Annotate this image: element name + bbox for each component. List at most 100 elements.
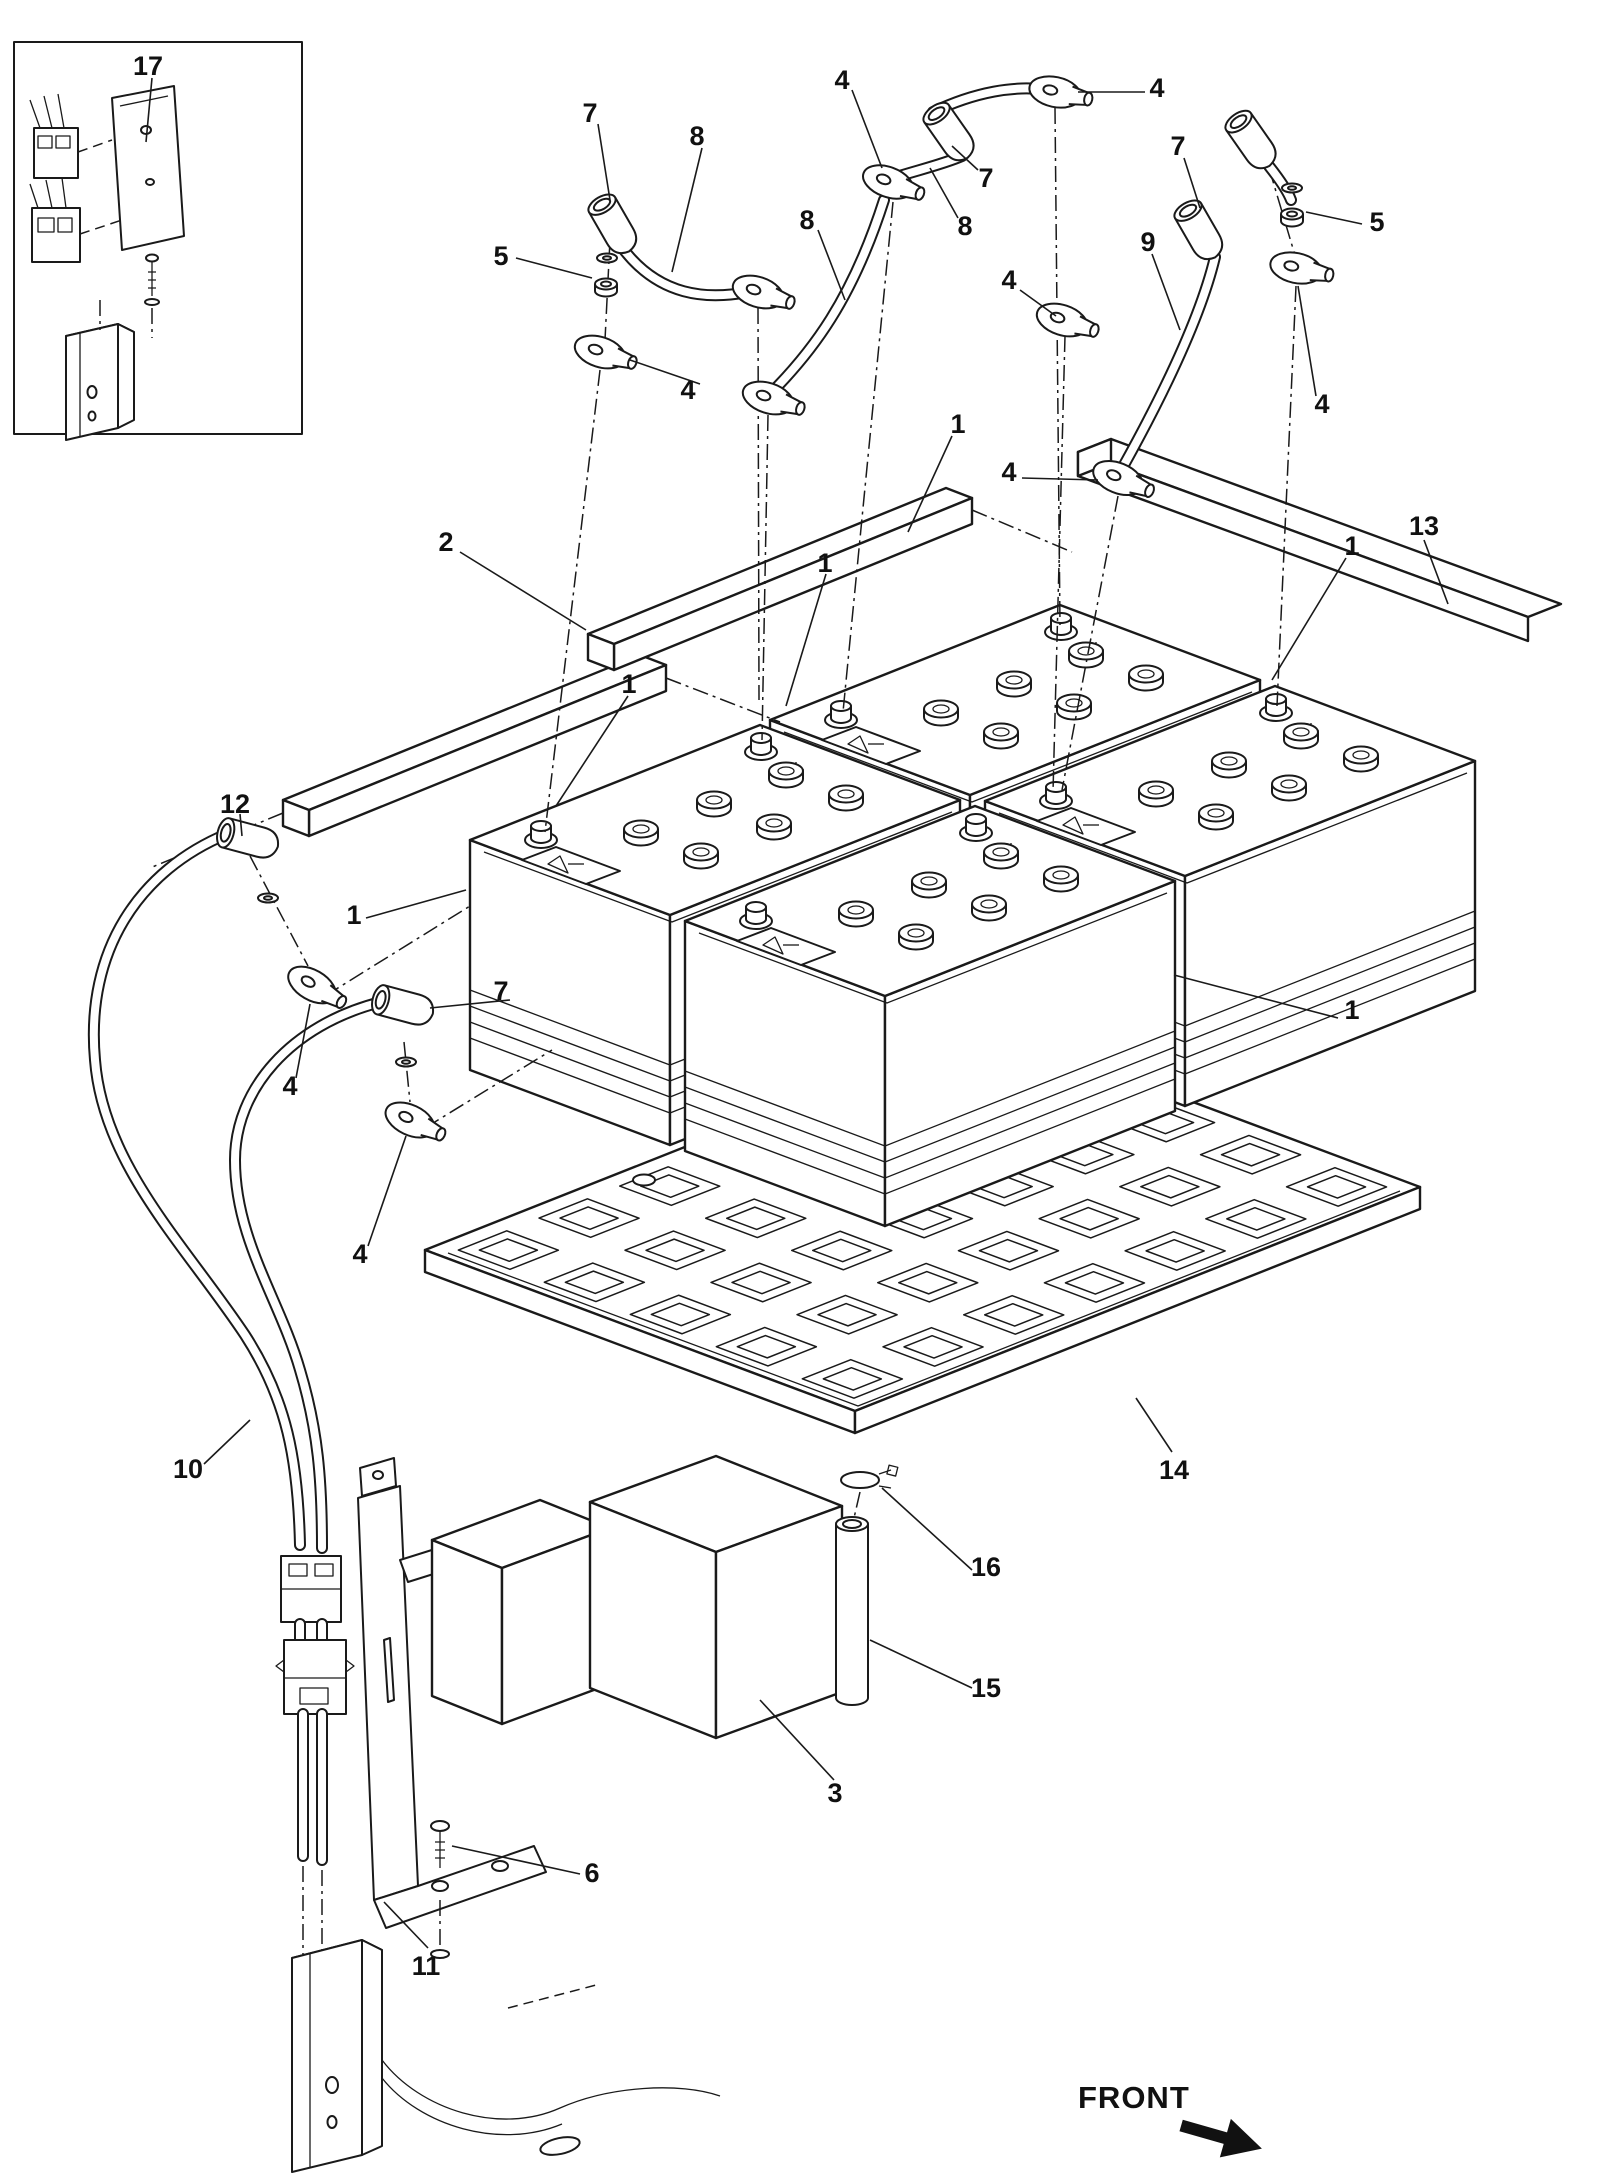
cable-lug: [727, 268, 800, 320]
callout-7-1: 7: [582, 98, 597, 128]
callout-12: 12: [220, 789, 250, 819]
tray-bump: [1220, 1142, 1281, 1167]
tray-bump: [978, 1238, 1039, 1263]
callout-5-1: 5: [1369, 207, 1384, 237]
tube-clamp: [840, 1464, 899, 1489]
main-cable-assembly: [87, 815, 452, 1986]
tray-bump: [811, 1238, 872, 1263]
callout-4-5: 4: [1314, 389, 1329, 419]
terminal-boot: [584, 189, 643, 260]
callout-14: 14: [1159, 1455, 1189, 1485]
callout-16: 16: [971, 1552, 1001, 1582]
callout-2: 2: [438, 527, 453, 557]
tray-bump: [650, 1302, 711, 1327]
battery-tray: [423, 1024, 1422, 1435]
callout-1-1: 1: [950, 409, 965, 439]
callout-3: 3: [827, 1778, 842, 1808]
terminal-nut: [594, 277, 618, 298]
callout-4-7: 4: [282, 1071, 297, 1101]
tray-bump: [736, 1334, 797, 1359]
callout-7-2: 7: [978, 163, 993, 193]
cable-lug: [379, 1094, 452, 1151]
front-arrow-icon: [1179, 2118, 1262, 2158]
callout-17: 17: [133, 51, 163, 81]
callout-11: 11: [412, 1951, 441, 1981]
tray-bump: [1059, 1206, 1119, 1231]
tray-bump: [725, 1206, 786, 1231]
washer: [1281, 182, 1303, 194]
front-indicator: FRONT: [1078, 2080, 1262, 2158]
cable-lug: [280, 958, 354, 1018]
tray-bump: [903, 1334, 963, 1359]
frame-channel: [291, 1939, 383, 2173]
frame-rail-outline: [381, 1983, 721, 2156]
front-label: FRONT: [1078, 2080, 1190, 2115]
tray-bump: [1306, 1174, 1367, 1199]
terminal-boot: [368, 982, 438, 1030]
tray-bump: [564, 1270, 625, 1295]
callout-1-5: 1: [346, 900, 361, 930]
foam-strip-13: [1076, 437, 1563, 643]
cable-connector-lower: [275, 1639, 355, 1715]
washer: [395, 1056, 417, 1068]
tray-bump: [1064, 1270, 1125, 1295]
tray-bump: [1226, 1206, 1286, 1231]
callout-1-3: 1: [1344, 531, 1359, 561]
callout-4-4: 4: [680, 375, 695, 405]
cable-lug: [1266, 246, 1338, 292]
vent-tube: [835, 1516, 869, 1706]
tray-bump: [478, 1238, 539, 1263]
jumper-cables: [569, 70, 1338, 508]
mounting-plate-detail: [111, 85, 185, 251]
callout-4-8: 4: [352, 1239, 367, 1269]
foam-strip-2a: [281, 653, 668, 838]
callout-8-1: 8: [689, 121, 704, 151]
washer: [257, 892, 279, 904]
callout-6: 6: [584, 1858, 599, 1888]
tray-bump: [983, 1302, 1044, 1327]
callout-13: 13: [1409, 511, 1439, 541]
spacer-block-rear: [430, 1498, 612, 1726]
tray-bump: [897, 1270, 958, 1295]
hold-down-bracket: [357, 1457, 547, 1959]
callout-1-2: 1: [817, 548, 832, 578]
terminal-nut: [1280, 207, 1304, 228]
callout-4-3: 4: [1001, 265, 1016, 295]
tray-bump: [731, 1270, 791, 1295]
callout-1-4: 1: [621, 669, 636, 699]
callout-10: 10: [173, 1454, 203, 1484]
cable-lug: [1025, 70, 1097, 116]
elbow-boot-12: [213, 815, 283, 863]
callout-9: 9: [1140, 227, 1155, 257]
inset-detail-box: [13, 41, 303, 441]
cable-connector-upper: [280, 1555, 342, 1623]
screw-detail: [144, 253, 160, 338]
cable-lug: [1031, 296, 1104, 348]
callout-4-6: 4: [1001, 457, 1016, 487]
tray-bump: [1145, 1238, 1205, 1263]
callout-7-4: 7: [493, 976, 508, 1006]
callout-7-3: 7: [1170, 131, 1185, 161]
callout-1-6: 1: [1344, 995, 1359, 1025]
callout-5-2: 5: [493, 241, 508, 271]
callout-8-2: 8: [957, 211, 972, 241]
callouts: 17 7 8 4 7 8 4 7 5 5 8 4 9 4 4 1 4 13 2 …: [133, 51, 1439, 1981]
callout-8-3: 8: [799, 205, 814, 235]
bracket-bolt: [430, 1820, 450, 1959]
spacer-block-front: [588, 1454, 844, 1740]
callout-4-1: 4: [834, 65, 849, 95]
tray-bump: [559, 1206, 619, 1231]
wire-connector-blocks: [29, 93, 123, 263]
callout-leader-lines: [145, 77, 1449, 1949]
tray-bump: [817, 1302, 877, 1327]
callout-4-2: 4: [1149, 73, 1164, 103]
tray-bump: [1140, 1174, 1200, 1199]
frame-channel-detail: [65, 300, 135, 441]
terminal-boot: [918, 97, 981, 168]
tray-bump: [822, 1366, 883, 1391]
foam-strip-2b: [586, 486, 974, 672]
washer: [596, 252, 618, 264]
callout-15: 15: [971, 1673, 1001, 1703]
